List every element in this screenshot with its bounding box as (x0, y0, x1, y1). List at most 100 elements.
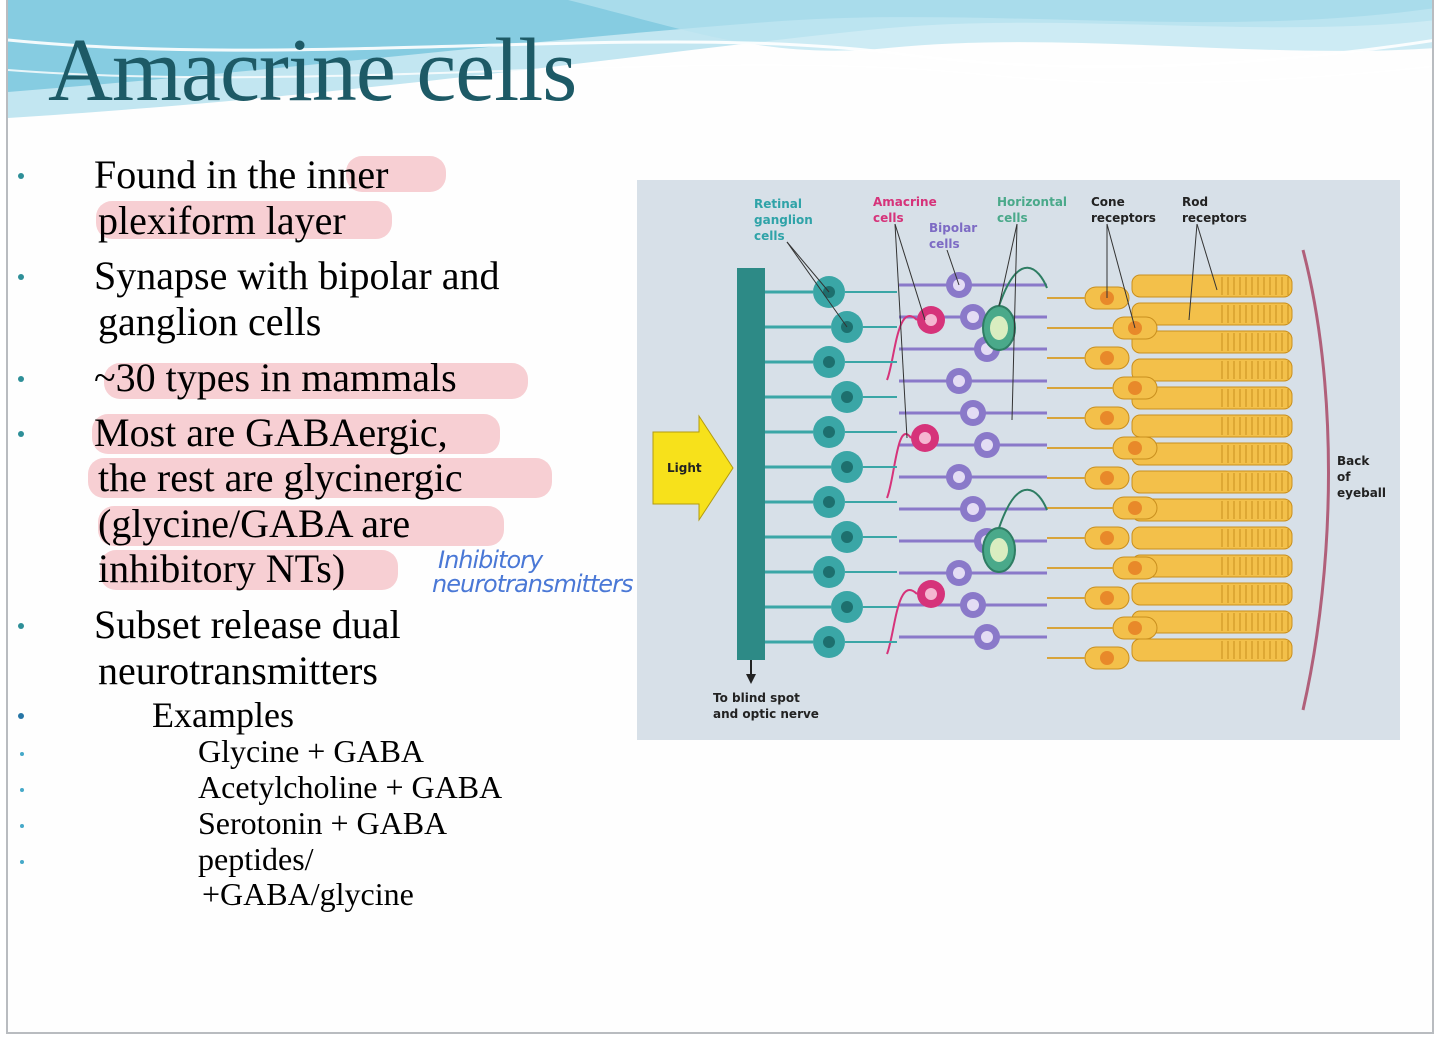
bipolar-nucleus (981, 631, 993, 643)
ganglion-nucleus (841, 531, 853, 543)
ganglion-nucleus (823, 636, 835, 648)
annotation-line-2: neurotransmitters (432, 570, 633, 598)
label-line: To blind spot (713, 691, 800, 705)
photoreceptor-nucleus (1128, 441, 1142, 455)
bullet-3-line-1: ~30 types in mammals (94, 355, 457, 400)
label-leader-line (894, 223, 908, 439)
bullet-4-line-3: (glycine/GABA are (98, 501, 411, 546)
bullet-1-line-2: plexiform layer (98, 198, 346, 243)
bullet-dot (18, 173, 24, 179)
photoreceptor (1131, 638, 1293, 662)
horizontal-process (998, 488, 1048, 529)
label-leader-line (1011, 223, 1018, 421)
back-of-eyeball-arc (1301, 249, 1330, 711)
light-label: Light (667, 461, 702, 475)
label-leader-line (998, 223, 1018, 307)
sub-sub-bullet-dot (20, 860, 24, 864)
bullet-2-line-1: Synapse with bipolar and (94, 253, 500, 298)
photoreceptor (1131, 302, 1293, 326)
highlight-inner (346, 156, 446, 192)
label-line: of (1337, 470, 1351, 484)
amacrine-nucleus (925, 588, 937, 600)
optic-nerve-fiber-band (737, 268, 765, 660)
header-wave-decoration (8, 0, 1432, 118)
photoreceptor (1131, 470, 1293, 494)
bipolar-nucleus (967, 503, 979, 515)
photoreceptor-nucleus (1100, 591, 1114, 605)
light-arrow: Light (652, 414, 734, 522)
label-leader-line (1188, 223, 1198, 321)
photoreceptor (1131, 358, 1293, 382)
highlight-glycine-gaba (98, 506, 504, 546)
photoreceptor (1131, 274, 1293, 298)
photoreceptor-nucleus (1128, 381, 1142, 395)
example-2: Acetylcholine + GABA (198, 769, 503, 805)
amacrine-process (886, 315, 918, 381)
retina-diagram-svg: Retinal ganglion cells Amacrine cells Bi… (652, 195, 1386, 721)
amacrine-process (886, 589, 918, 655)
photoreceptor-nucleus (1128, 501, 1142, 515)
label-leader-line (786, 241, 848, 328)
label-line: receptors (1182, 211, 1247, 225)
photoreceptor (1131, 330, 1293, 354)
horizontal-process (998, 266, 1048, 307)
label-line: and optic nerve (713, 707, 819, 721)
bipolar-nucleus (981, 439, 993, 451)
photoreceptor-nucleus (1100, 411, 1114, 425)
bullet-1-line-1: Found in the inner (94, 152, 389, 197)
ganglion-nucleus (823, 566, 835, 578)
label-line: Rod (1182, 195, 1208, 209)
ganglion-nucleus (823, 426, 835, 438)
bullet-2-line-2: ganglion cells (98, 299, 322, 344)
example-1: Glycine + GABA (198, 733, 425, 769)
sub-sub-bullet-dot (20, 752, 24, 756)
horizontal-nucleus (990, 316, 1008, 340)
label-leader-line (786, 241, 830, 293)
sub-sub-bullet-dot (20, 824, 24, 828)
photoreceptor-nucleus (1100, 531, 1114, 545)
label-line: Bipolar (929, 221, 977, 235)
label-leader-line (1196, 223, 1218, 291)
photoreceptor-nucleus (1128, 561, 1142, 575)
label-cone: Cone receptors (1091, 195, 1156, 225)
label-line: cells (997, 211, 1028, 225)
label-line: Back (1337, 454, 1370, 468)
bullet-dot (18, 431, 24, 437)
retina-cells (765, 223, 1293, 670)
bullet-4-line-1: Most are GABAergic, (94, 410, 448, 455)
bipolar-nucleus (967, 599, 979, 611)
label-line: cells (929, 237, 960, 251)
sub-bullet-examples: Examples (152, 695, 294, 735)
photoreceptor (1131, 526, 1293, 550)
label-leader-line (1106, 223, 1136, 329)
bullet-dot (18, 376, 24, 382)
label-line: receptors (1091, 211, 1156, 225)
bullet-5-line-1: Subset release dual (94, 602, 401, 647)
bipolar-nucleus (967, 311, 979, 323)
bullet-4-line-4: inhibitory NTs) (98, 546, 346, 591)
amacrine-nucleus (925, 314, 937, 326)
label-line: ganglion (754, 213, 813, 227)
label-leader-line (894, 223, 926, 321)
ganglion-nucleus (823, 496, 835, 508)
bullet-4-line-2: the rest are glycinergic (98, 455, 463, 500)
sub-sub-bullet-dot (20, 788, 24, 792)
highlight-inhibitory-nts (100, 550, 398, 590)
example-4-line-1: peptides/ (198, 841, 314, 877)
sub-bullet-dot (18, 713, 24, 719)
label-leader-line (946, 249, 960, 286)
label-line: Cone (1091, 195, 1125, 209)
highlight-30-types (104, 363, 528, 399)
highlight-plexiform-layer (96, 201, 392, 239)
bipolar-nucleus (953, 471, 965, 483)
annotation-line-1: Inhibitory (438, 546, 543, 574)
label-line: Amacrine (873, 195, 937, 209)
bullet-dot (18, 274, 24, 280)
bullet-dot (18, 623, 24, 629)
label-blind-spot: To blind spot and optic nerve (713, 691, 819, 721)
label-line: Horizontal (997, 195, 1067, 209)
highlight-gabaergic (92, 414, 500, 454)
photoreceptor (1131, 414, 1293, 438)
retina-diagram: Retinal ganglion cells Amacrine cells Bi… (637, 180, 1400, 740)
photoreceptor (1131, 582, 1293, 606)
